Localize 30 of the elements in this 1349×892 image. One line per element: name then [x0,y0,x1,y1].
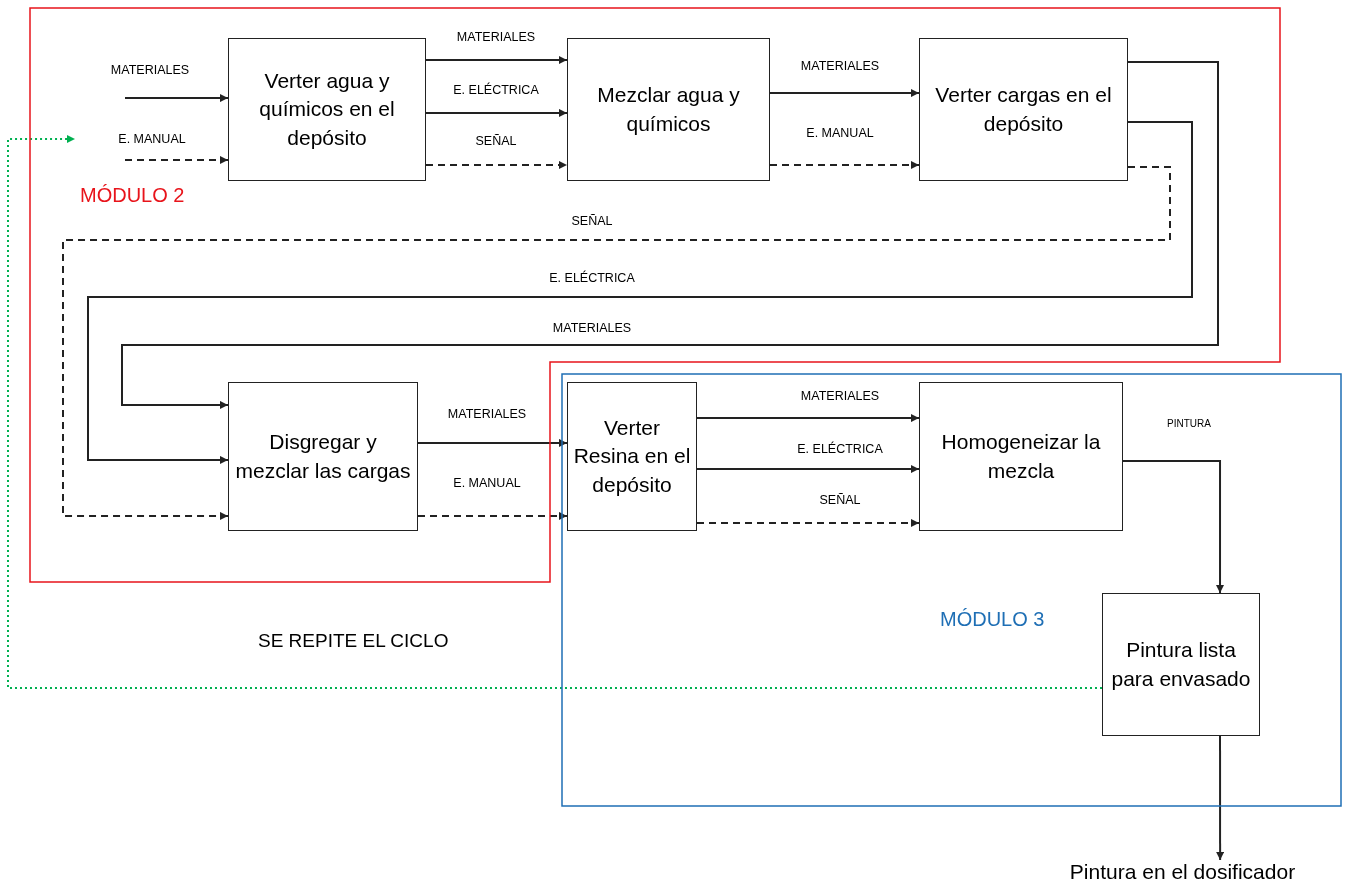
arrow [417,511,568,520]
arrow [696,465,920,473]
process-box: Verter agua y químicos en el depósito [228,38,426,181]
note-text: SE REPITE EL CICLO [258,630,449,652]
arrow [124,94,229,103]
process-box: Homogeneizar la mezcla [919,382,1123,531]
arrow [121,61,1219,409]
arrow [62,166,1171,520]
process-box: Mezclar agua y químicos [567,38,770,181]
arrow [1216,735,1225,861]
arrow [696,414,920,423]
output-text: Pintura en el dosificador [1040,860,1325,890]
arrow [696,518,920,527]
arrow [425,161,568,169]
arrow [425,56,568,64]
process-box: Verter cargas en el depósito [919,38,1128,181]
arrow [417,438,568,447]
process-box: Pintura lista para envasado [1102,593,1260,736]
arrow [769,89,920,98]
arrow [7,135,1103,689]
arrow [124,156,229,164]
arrow [1122,459,1225,594]
arrow [425,108,568,117]
arrow [87,120,1193,464]
process-box: Verter Resina en el depósito [567,382,697,531]
edge-label: PINTURA [1164,417,1214,429]
process-box: Disgregar y mezclar las cargas [228,382,418,531]
arrow [769,161,920,169]
module-title: MÓDULO 2 [80,184,185,207]
module-title: MÓDULO 3 [940,608,1045,631]
